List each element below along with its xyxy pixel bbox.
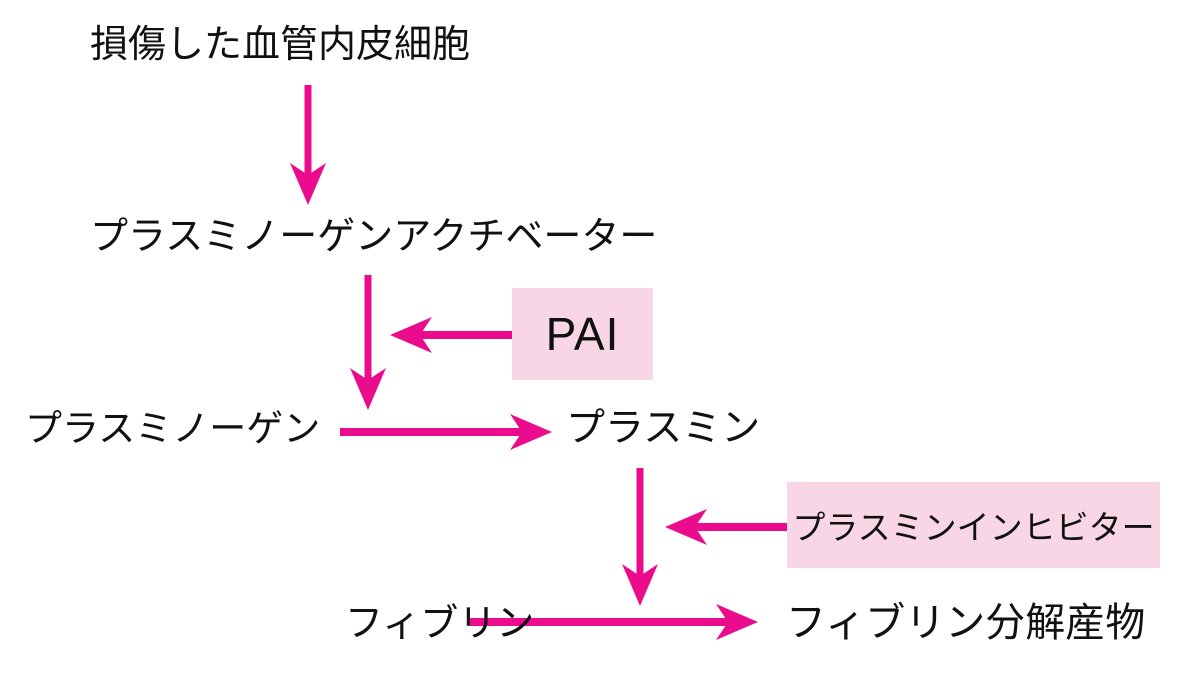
arrowhead-left-icon <box>390 317 432 353</box>
arrowhead-down-icon <box>290 163 326 205</box>
node-fibrin: フィブリン <box>345 603 535 645</box>
node-fibrin-degradation-products: フィブリン分解産物 <box>786 601 1146 645</box>
arrowhead-left-icon <box>665 509 707 545</box>
plasmin-inhibitor-label: プラスミンインヒビター <box>792 509 1155 546</box>
plasmin-inhibitor-box: プラスミンインヒビター <box>787 482 1160 568</box>
node-plasminogen-activator: プラスミノーゲンアクチベーター <box>90 216 658 258</box>
arrow-activator-to-conversion <box>350 275 386 410</box>
arrowhead-right-icon <box>716 604 758 640</box>
arrow-plasminogen-to-plasmin <box>340 414 552 450</box>
node-plasminogen: プラスミノーゲン <box>25 408 321 449</box>
arrowhead-down-icon <box>350 368 386 410</box>
node-damaged-endothelium: 損傷した血管内皮細胞 <box>90 24 471 66</box>
pai-label: PAI <box>545 308 620 360</box>
arrowhead-down-icon <box>622 564 658 606</box>
arrow-fibrin-to-fdp <box>470 604 758 640</box>
node-plasmin: プラスミン <box>566 407 761 450</box>
pai-inhibitor-box: PAI <box>512 288 653 380</box>
arrowhead-right-icon <box>510 414 552 450</box>
arrow-plasmin-to-degradation <box>622 468 658 606</box>
arrow-pai-inhibition <box>390 317 512 353</box>
arrow-plasmin-inhibition <box>665 509 787 545</box>
arrow-endothelium-to-activator <box>290 85 326 205</box>
